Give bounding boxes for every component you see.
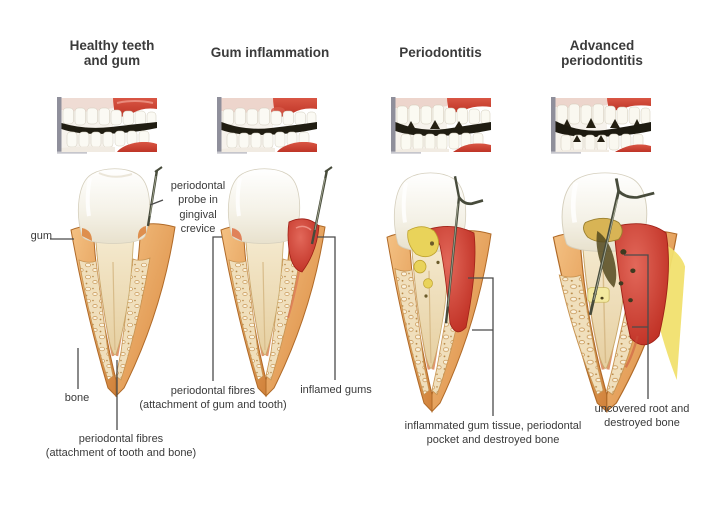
label-fibres-gum-tooth: periodontal fibres (attachment of gum an…	[139, 385, 287, 412]
label-pocket: inflammated gum tissue, periodontal pock…	[404, 420, 582, 447]
periodontal-probe-icon	[588, 178, 655, 316]
periodontal-probe-icon	[310, 166, 333, 245]
photo-healthy-mouth	[57, 97, 157, 154]
periodontal-probe-icon	[146, 166, 163, 227]
diagram-healthy-tooth	[70, 166, 176, 398]
bone-tissue	[228, 257, 301, 381]
label-fibres-tooth-bone: periodontal fibres (attachment of tooth …	[45, 433, 197, 460]
plaque-debris	[583, 217, 636, 303]
stage-title-periodontitis: Periodontitis	[399, 45, 482, 60]
label-periodontal-probe: periodontal probe in gingival crevice	[170, 180, 226, 235]
inflamed-gum-area	[287, 218, 320, 273]
tooth-crown	[227, 168, 300, 244]
diagram-gum-inflammation	[220, 166, 333, 398]
diagram-periodontitis	[386, 172, 492, 413]
photo-advanced-periodontitis-mouth	[551, 97, 651, 154]
periodontal-probe-icon	[444, 176, 484, 324]
stage-title-advanced-periodontitis: Advanced periodontitis	[561, 38, 643, 69]
label-inflamed-gums: inflamed gums	[300, 384, 372, 396]
label-gum: gum	[30, 230, 52, 242]
stage-title-healthy: Healthy teeth and gum	[69, 38, 155, 69]
label-uncovered-root: uncovered root and destroyed bone	[594, 403, 690, 430]
label-bone: bone	[64, 392, 90, 404]
bone-tissue	[78, 257, 151, 381]
photo-periodontitis-mouth	[391, 97, 491, 154]
stage-title-gum-inflammation: Gum inflammation	[210, 45, 330, 60]
tartar-deposits	[407, 226, 440, 298]
periodontal-pocket-area	[429, 226, 476, 333]
tooth-crown	[77, 168, 150, 244]
photo-gum-inflammation-mouth	[217, 97, 317, 154]
diagram-advanced-periodontitis	[552, 172, 686, 413]
